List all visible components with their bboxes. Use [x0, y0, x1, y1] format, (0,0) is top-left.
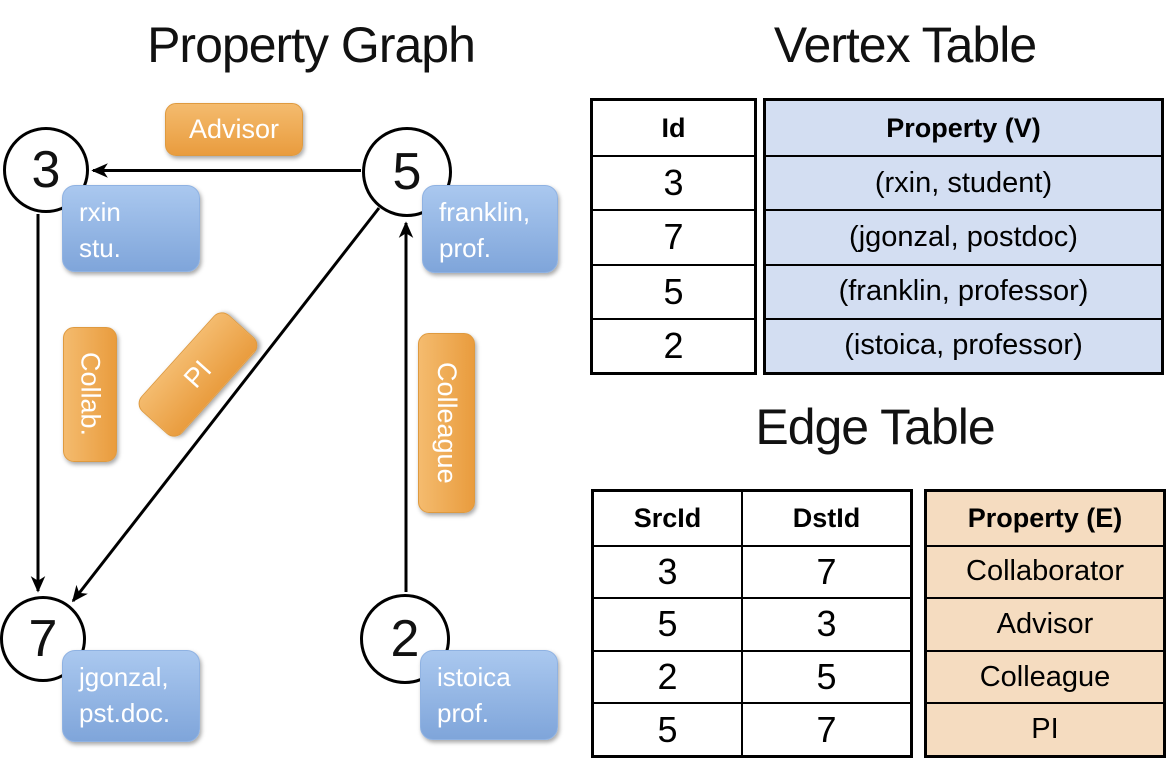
vertex-property-line: stu.	[79, 233, 121, 263]
edge-table-header-dstid: DstId	[741, 492, 910, 545]
edge-table-cell: 5	[594, 702, 741, 755]
vertex-table-cell: (istoica, professor)	[766, 317, 1161, 372]
edge-table-header-srcid: SrcId	[633, 502, 702, 533]
edge-table-cell: 5	[741, 649, 910, 703]
vertex-property-line: prof.	[437, 698, 490, 728]
vertex-property-box-5: franklin, prof.	[422, 185, 558, 273]
edge-table-cell: Collaborator	[927, 544, 1163, 598]
vertex-table-cell: (franklin, professor)	[766, 263, 1161, 318]
graph-edge-arrows	[30, 163, 414, 603]
edge-table-cell: Advisor	[927, 597, 1163, 650]
vertex-property-line: jgonzal,	[79, 662, 169, 692]
edge-table-property-column: Property (E) Collaborator Advisor Collea…	[924, 489, 1166, 758]
edge-table-id-columns: SrcId DstId 3 7 5 3 2 5 5 7	[591, 489, 913, 758]
vertex-table-cell: 3	[593, 155, 754, 209]
edge-table-cell: 7	[741, 702, 910, 755]
vertex-table-cell: 5	[593, 263, 754, 318]
vertex-table-property-column: Property (V) (rxin, student) (jgonzal, p…	[763, 98, 1164, 375]
node-id-label: 7	[28, 610, 58, 668]
edge-table-cell: 2	[594, 649, 741, 703]
vertex-property-line: prof.	[439, 233, 492, 263]
edge-table-cell: 7	[741, 544, 910, 598]
vertex-table-cell: (jgonzal, postdoc)	[766, 209, 1161, 263]
vertex-property-box-3: rxin stu.	[62, 185, 200, 272]
edge-label-advisor: Advisor	[165, 103, 303, 156]
vertex-table-title: Vertex Table	[773, 17, 1037, 73]
vertex-table-header-property: Property (V)	[886, 112, 1041, 143]
edge-table-header-property: Property (E)	[967, 502, 1123, 533]
edge-table-cell: Colleague	[927, 649, 1163, 703]
edge-table-cell: 3	[741, 597, 910, 650]
vertex-property-line: rxin	[79, 197, 121, 227]
edge-table-title: Edge Table	[755, 399, 995, 455]
node-id-label: 2	[390, 610, 420, 668]
vertex-property-line: franklin,	[439, 197, 531, 227]
vertex-table-cell: 2	[593, 317, 754, 372]
edge-table-cell: PI	[927, 702, 1163, 755]
vertex-property-box-2: istoica prof.	[420, 650, 558, 740]
vertex-property-line: istoica	[437, 662, 511, 692]
node-id-label: 3	[31, 141, 61, 199]
edge-label-collab: Collab.	[63, 327, 117, 462]
vertex-table-header-id: Id	[661, 112, 686, 143]
vertex-table-cell: (rxin, student)	[766, 155, 1161, 209]
edge-5-to-7	[71, 207, 381, 603]
vertex-property-line: pst.doc.	[79, 698, 171, 728]
edge-table-cell: 3	[594, 544, 741, 598]
property-graph-title: Property Graph	[147, 17, 476, 73]
vertex-property-box-7: jgonzal, pst.doc.	[62, 650, 200, 742]
node-id-label: 5	[392, 143, 422, 201]
edge-table-cell: 5	[594, 597, 741, 650]
edge-label-colleague: Colleague	[418, 333, 475, 513]
vertex-table-cell: 7	[593, 209, 754, 263]
vertex-table-id-column: Id 3 7 5 2	[590, 98, 757, 375]
graph-node-2: 2	[360, 594, 450, 684]
